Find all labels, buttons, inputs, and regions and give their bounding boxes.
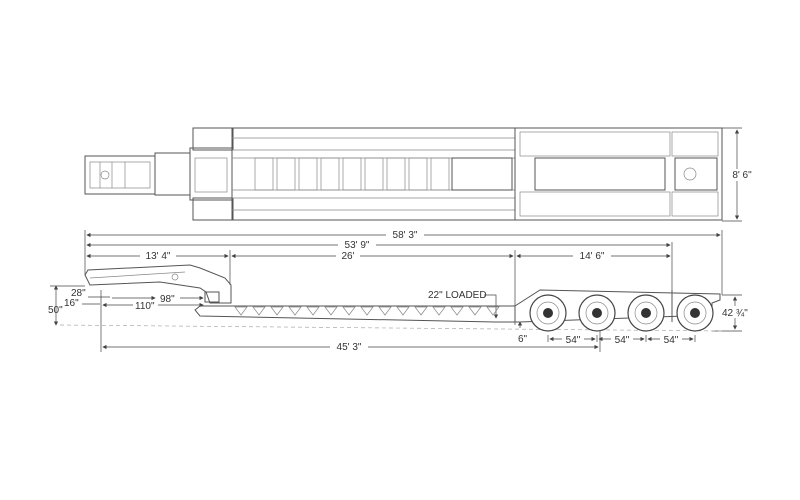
ground-clearance-label: 6" — [518, 334, 528, 345]
kingpin-28-label: 28" — [71, 288, 86, 299]
deck-crossmember — [298, 157, 318, 191]
deck-crossmember — [364, 157, 384, 191]
length-53-label: 53' 9" — [345, 240, 370, 251]
deck-gusset — [396, 306, 410, 316]
axle-spacing-3-label: 54" — [664, 335, 679, 346]
wheel — [676, 294, 714, 332]
deck-crossmember — [430, 157, 450, 191]
gooseneck-98-label: 98" — [160, 294, 175, 305]
side-view — [84, 264, 721, 332]
top-rear-deck — [514, 127, 723, 221]
rear-deck-height-label: 42 ¾" — [722, 308, 748, 319]
deck-height-loaded-label: 22" LOADED — [428, 290, 487, 301]
deck-gusset — [342, 306, 356, 316]
deck-gusset — [234, 306, 248, 316]
top-gooseneck — [84, 127, 234, 221]
width-label: 8' 6" — [732, 170, 752, 181]
deck-gusset — [324, 306, 338, 316]
deck-gusset — [468, 306, 482, 316]
wheel — [627, 294, 665, 332]
gooseneck-length-label: 13' 4" — [146, 251, 171, 262]
deck-length-label: 26' — [341, 251, 354, 262]
deck-crossmember — [320, 157, 340, 191]
wheel — [578, 294, 616, 332]
ground-line — [59, 324, 723, 332]
deck-gusset — [306, 306, 320, 316]
axle-spacing-2-label: 54" — [615, 335, 630, 346]
axle-spacing-1-label: 54" — [566, 335, 581, 346]
deck-crossmember — [386, 157, 406, 191]
side-gooseneck — [84, 264, 232, 304]
deck-gusset — [432, 306, 446, 316]
deck-gusset — [414, 306, 428, 316]
deck-crossmember — [342, 157, 362, 191]
deck-crossmember — [276, 157, 296, 191]
deck-gusset — [288, 306, 302, 316]
deck-gusset — [252, 306, 266, 316]
top-view: 8' 6" — [84, 127, 752, 222]
gooseneck-110-label: 110" — [135, 301, 155, 312]
rear-section-length-label: 14' 6" — [580, 251, 605, 262]
deck-gusset — [378, 306, 392, 316]
deck-crossmember — [254, 157, 274, 191]
overall-length-label: 58' 3" — [393, 230, 418, 241]
deck-gusset — [486, 306, 500, 316]
fifth-wheel-height-label: 50" — [48, 305, 63, 316]
top-main-deck — [231, 127, 516, 221]
width-dimension: 8' 6" — [722, 127, 752, 222]
deck-gusset — [450, 306, 464, 316]
kingpin-to-axle-label: 45' 3" — [337, 342, 362, 353]
deck-gusset — [360, 306, 374, 316]
side-deck — [194, 305, 516, 323]
kingpin-16-label: 16" — [64, 298, 79, 309]
side-dimensions: 58' 3" 53' 9" 13' 4" 26' 14' 6" 45' 3" 5… — [48, 228, 756, 353]
wheel — [529, 294, 567, 332]
deck-crossmember — [408, 157, 428, 191]
deck-gusset — [270, 306, 284, 316]
